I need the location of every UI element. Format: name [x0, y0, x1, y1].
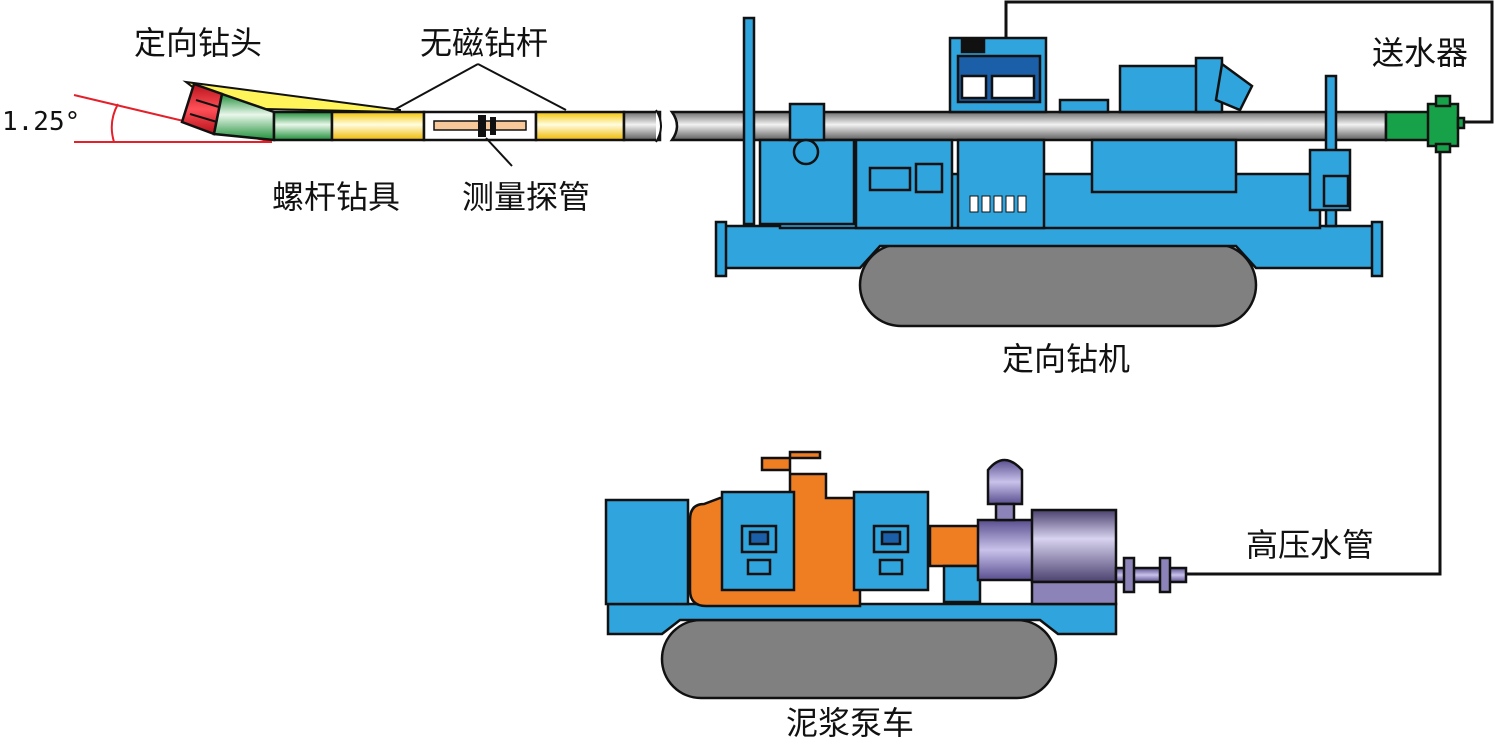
mud-pump-truck	[604, 450, 1188, 700]
label-angle: 1.25°	[2, 107, 80, 137]
pump-truck-chassis	[606, 602, 1118, 636]
screw-motor	[272, 110, 334, 142]
label-nonmagnetic-rod: 无磁钻杆	[420, 24, 548, 62]
label-pointers	[393, 63, 567, 167]
supply-hose	[1004, 0, 1494, 124]
drill-rod-short	[622, 110, 662, 142]
pump-truck-tank	[604, 498, 690, 606]
hose-lines	[1004, 0, 1494, 576]
nonmagnetic-collar-2	[534, 110, 626, 142]
label-screw-tool: 螺杆钻具	[272, 178, 400, 216]
label-mud-pump-truck: 泥浆泵车	[786, 704, 914, 742]
label-drill-rig: 定向钻机	[1002, 340, 1130, 378]
label-drill-bit: 定向钻头	[134, 24, 262, 62]
label-hp-water-pipe: 高压水管	[1246, 526, 1374, 564]
drill-rig-track	[858, 242, 1258, 328]
purple-pump	[976, 518, 1038, 582]
high-pressure-water-pipe	[1185, 148, 1442, 576]
label-measure-probe: 测量探管	[462, 178, 590, 216]
drill-string	[180, 80, 1466, 154]
purple-tank	[1030, 508, 1118, 584]
drill-rod-long	[669, 110, 1388, 142]
water-feeder	[1426, 102, 1460, 148]
feeder-connector	[1384, 110, 1432, 142]
label-water-feeder: 送水器	[1372, 34, 1468, 72]
drill-rig	[714, 16, 1384, 328]
nonmagnetic-collar-1	[330, 110, 426, 142]
pump-truck-track	[660, 618, 1058, 700]
